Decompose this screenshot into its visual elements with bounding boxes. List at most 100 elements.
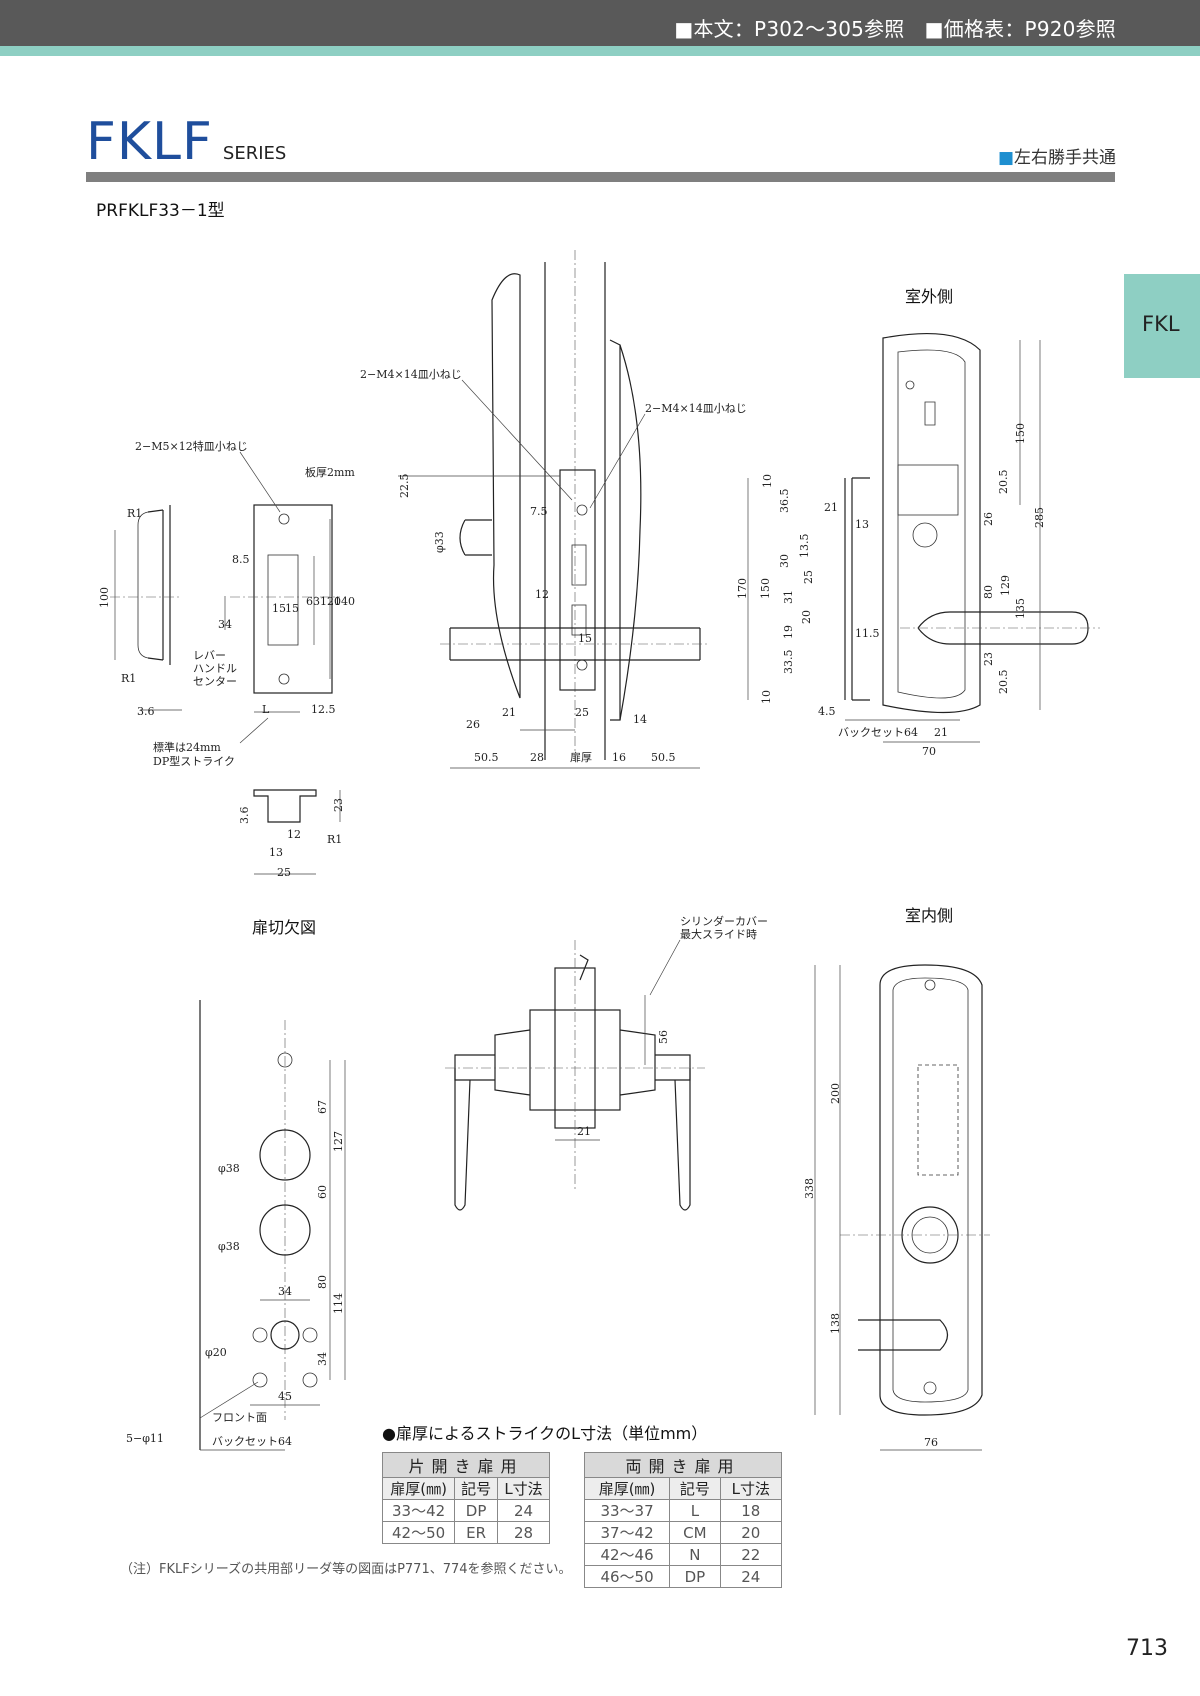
dim-label: 20.5 bbox=[997, 670, 1010, 695]
table-row: 42～50 ER 28 bbox=[381, 1521, 551, 1544]
accent-stripe bbox=[0, 46, 1200, 56]
table-row: 46～50 DP 24 bbox=[583, 1565, 783, 1588]
table-row: 33～42 DP 24 bbox=[381, 1499, 551, 1522]
outside-escutcheon: 150 285 10 36.5 21 13 20.5 26 30 13.5 25… bbox=[736, 332, 1100, 758]
callout-plate: 板厚2mm bbox=[305, 465, 355, 479]
dim-label: 36.5 bbox=[778, 489, 791, 514]
dim-label: 150 bbox=[759, 578, 772, 599]
dim-label: 138 bbox=[829, 1313, 842, 1334]
dim-label: R1 bbox=[327, 833, 342, 846]
table-cell: ER bbox=[454, 1521, 498, 1544]
series-subtitle: SERIES bbox=[222, 143, 287, 164]
dim-label: 16 bbox=[612, 751, 626, 764]
dim-label: 140 bbox=[334, 595, 355, 608]
table-cell: 24 bbox=[719, 1565, 783, 1588]
dim-label: 34 bbox=[316, 1352, 329, 1366]
lock-side-section: 22.5 7.5 φ33 12 15 26 21 25 14 50.5 28 扉… bbox=[360, 250, 747, 769]
dim-label: 60 bbox=[316, 1185, 329, 1199]
dim-label: φ38 bbox=[218, 1162, 240, 1175]
table-cell: 24 bbox=[496, 1499, 551, 1522]
dim-label: 45 bbox=[278, 1390, 292, 1403]
table-cell: 20 bbox=[719, 1521, 783, 1544]
dim-label: 80 bbox=[316, 1275, 329, 1289]
inside-escutcheon: 200 338 138 76 bbox=[803, 964, 990, 1451]
callout-strike-1: 標準は24mm bbox=[153, 740, 221, 754]
dim-label: L bbox=[262, 703, 270, 716]
dim-label: 26 bbox=[982, 512, 995, 526]
page-number: 713 bbox=[1126, 1636, 1168, 1661]
dim-label: 114 bbox=[332, 1293, 345, 1314]
double-door-table: 両開き扉用 扉厚(㎜) 記号 L寸法 33～37 L 18 37～42 CM 2… bbox=[583, 1452, 783, 1588]
table-cell: 33～42 bbox=[381, 1499, 456, 1522]
series-name: FKLF bbox=[86, 112, 213, 172]
table-cell: 22 bbox=[719, 1543, 783, 1566]
dim-label: 25 bbox=[575, 706, 589, 719]
dim-label: 12 bbox=[287, 828, 301, 841]
dim-label: 11.5 bbox=[855, 627, 880, 640]
dim-label: 21 bbox=[934, 726, 948, 739]
dim-label: 28 bbox=[530, 751, 544, 764]
table-group-header: 両開き扉用 bbox=[584, 1452, 782, 1478]
dim-label: 扉厚 bbox=[570, 751, 592, 764]
table-cell: DP bbox=[454, 1499, 498, 1522]
dim-label: φ20 bbox=[205, 1346, 227, 1359]
dim-label: 12.5 bbox=[311, 703, 336, 716]
callout-holes: 5−φ11 bbox=[126, 1432, 164, 1445]
dim-label: 34 bbox=[278, 1285, 292, 1298]
dim-label: 56 bbox=[657, 1030, 670, 1044]
dim-label: 129 bbox=[999, 575, 1012, 596]
dim-label: 14 bbox=[633, 713, 647, 726]
single-door-table: 片開き扉用 扉厚(㎜) 記号 L寸法 33～42 DP 24 42～50 ER … bbox=[381, 1452, 551, 1544]
table-cell: 33～37 bbox=[583, 1499, 671, 1522]
dim-label: 22.5 bbox=[398, 474, 411, 499]
title-rule bbox=[86, 172, 1115, 182]
dim-label: バックセット64 bbox=[838, 726, 918, 739]
dim-label: 21 bbox=[577, 1125, 591, 1138]
dim-label: 10 bbox=[760, 690, 773, 704]
dim-label: 200 bbox=[829, 1083, 842, 1104]
dim-label: 15 bbox=[578, 632, 592, 645]
dim-label: 13 bbox=[269, 846, 283, 859]
dim-label: 50.5 bbox=[474, 751, 499, 764]
side-index-tab[interactable]: FKL bbox=[1124, 274, 1200, 378]
footnote: （注）FKLFシリーズの共用部リーダ等の図面はP771、774を参照ください。 bbox=[120, 1562, 572, 1577]
dim-label: 20.5 bbox=[997, 470, 1010, 495]
table-header: L寸法 bbox=[496, 1477, 551, 1500]
table-cell: 28 bbox=[496, 1521, 551, 1544]
dim-label: 8.5 bbox=[232, 553, 250, 566]
dim-label: 23 bbox=[332, 798, 345, 812]
callout-screw-m5: 2−M5×12特皿小ねじ bbox=[135, 439, 248, 453]
dim-label: 13 bbox=[855, 518, 869, 531]
dim-label: 100 bbox=[98, 587, 111, 608]
table-header: 扉厚(㎜) bbox=[381, 1477, 456, 1500]
table-cell: CM bbox=[669, 1521, 721, 1544]
strike-plate-top: 3.6 23 12 13 25 R1 bbox=[238, 789, 345, 879]
dim-label: 50.5 bbox=[651, 751, 676, 764]
dim-label: 63 bbox=[306, 595, 320, 608]
handed-note: ■左右勝手共通 bbox=[998, 143, 1116, 168]
callout-cover-2: 最大スライド時 bbox=[680, 927, 757, 941]
dim-label: φ33 bbox=[433, 531, 446, 553]
dim-label: 120 bbox=[320, 595, 341, 608]
reference-pages: ■本文：P302～305参照 ■価格表：P920参照 bbox=[674, 17, 1116, 41]
dim-label: 25 bbox=[802, 570, 815, 584]
dim-label: 80 bbox=[982, 585, 995, 599]
table-row: 37～42 CM 20 bbox=[583, 1521, 783, 1544]
dim-label: 338 bbox=[803, 1178, 816, 1199]
table-cell: L bbox=[669, 1499, 721, 1522]
dim-label: 10 bbox=[761, 474, 774, 488]
dim-label: 15 bbox=[285, 602, 299, 615]
dim-label: 150 bbox=[1014, 423, 1027, 444]
dim-label: 33.5 bbox=[782, 650, 795, 675]
dim-label: 15 bbox=[272, 602, 286, 615]
dim-label: 4.5 bbox=[818, 705, 836, 718]
top-banner: ■本文：P302～305参照 ■価格表：P920参照 bbox=[0, 0, 1200, 46]
table-cell: 42～46 bbox=[583, 1543, 671, 1566]
callout-strike-2: DP型ストライク bbox=[153, 754, 235, 768]
table-header: 記号 bbox=[669, 1477, 721, 1500]
dim-label: 3.6 bbox=[238, 807, 251, 825]
dim-label: 70 bbox=[922, 745, 936, 758]
table-row: 33～37 L 18 bbox=[583, 1499, 783, 1522]
table-cell: 37～42 bbox=[583, 1521, 671, 1544]
dim-label: 23 bbox=[982, 652, 995, 666]
